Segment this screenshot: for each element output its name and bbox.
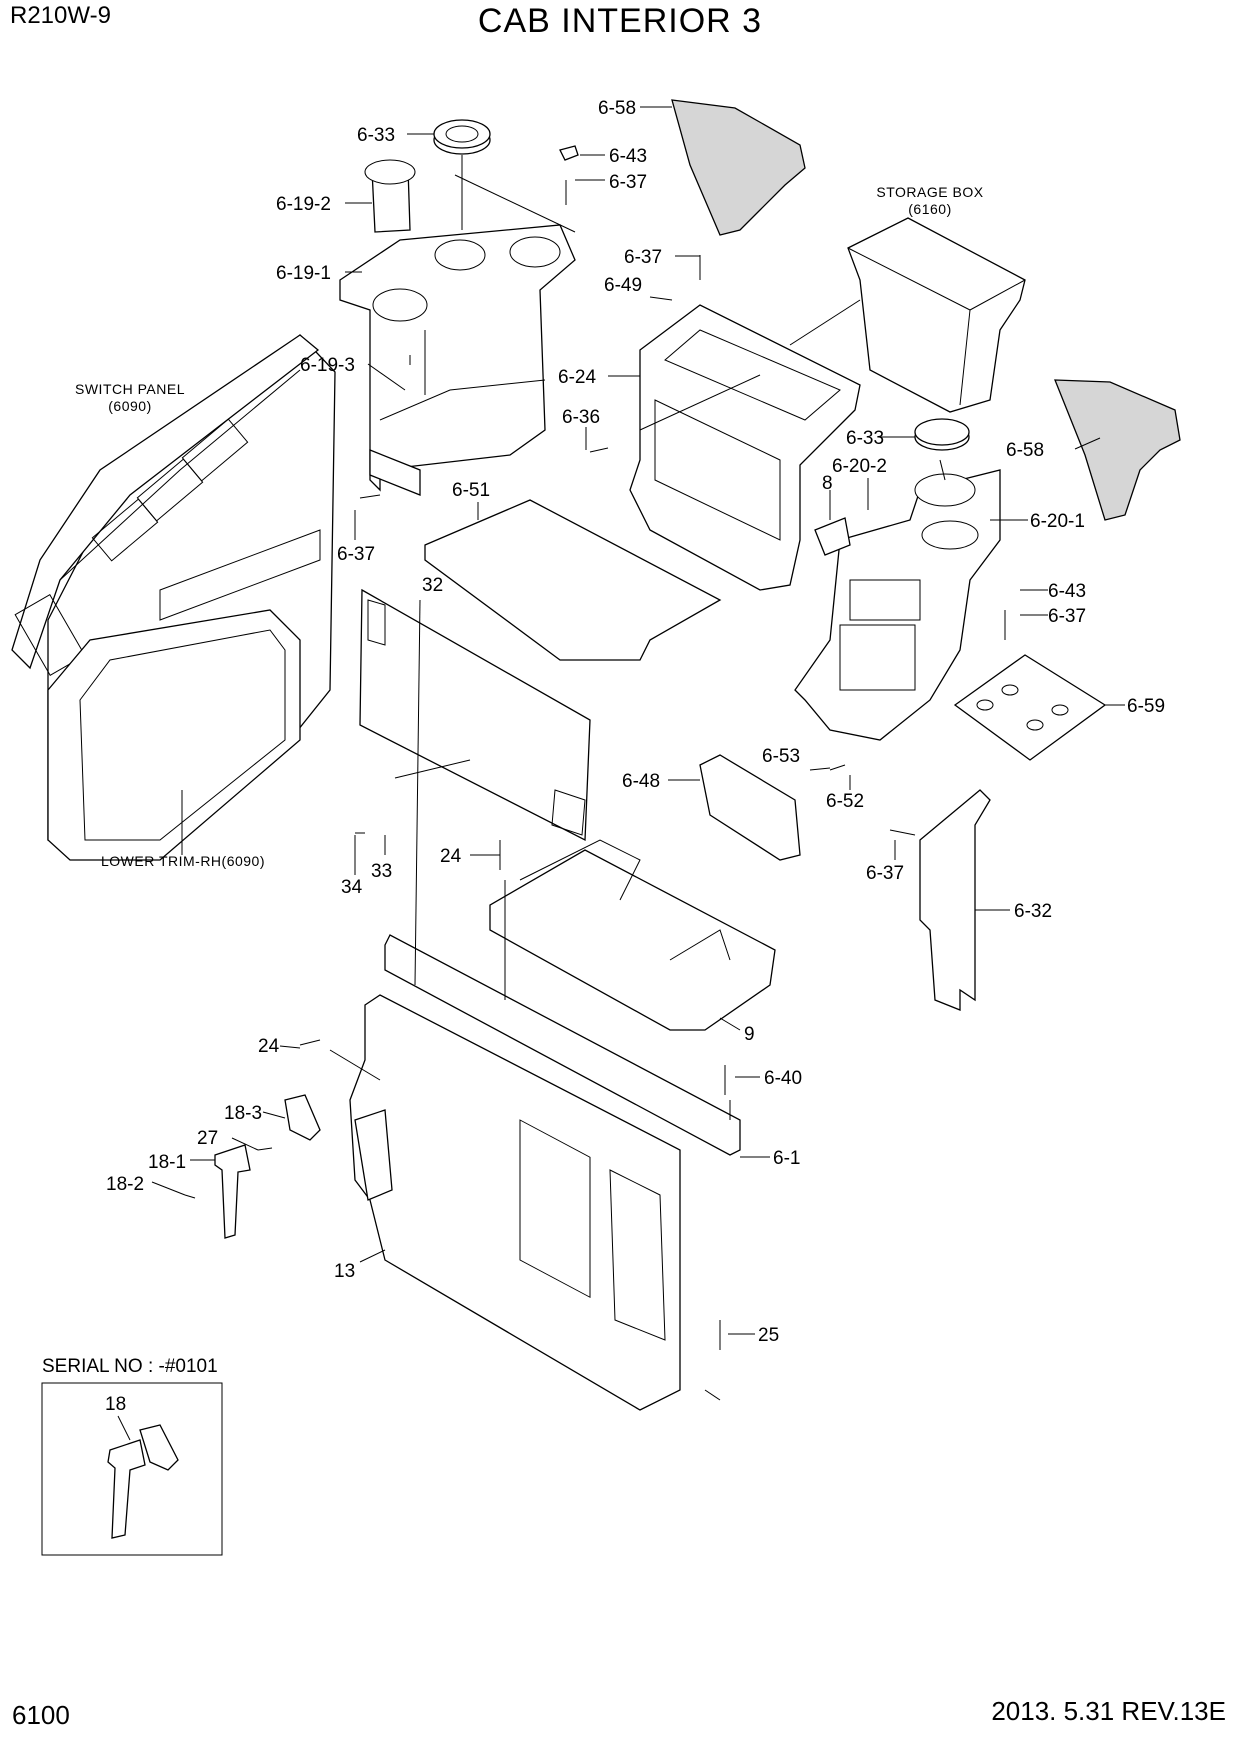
- callout-6-19-2: 6-19-2: [276, 194, 331, 215]
- lower-trim-rh: [47, 609, 301, 861]
- tray-6-48: [699, 754, 801, 861]
- callout-32: 32: [422, 575, 443, 596]
- panel-32: [359, 588, 591, 842]
- callout-6-36: 6-36: [562, 407, 600, 428]
- lever-18-1: [214, 1144, 251, 1239]
- page-number: 6100: [12, 1700, 70, 1730]
- callout-6-20-1: 6-20-1: [1030, 511, 1085, 532]
- page-title: CAB INTERIOR 3: [477, 2, 763, 40]
- callout-6-37-mid: 6-37: [624, 247, 662, 268]
- lower-trim-note: LOWER TRIM-RH(6090): [101, 853, 265, 869]
- cup-6-19-2: [364, 159, 416, 233]
- switch-panel-note: SWITCH PANEL: [75, 381, 185, 397]
- inset-lever: [107, 1439, 146, 1539]
- revision-date: 2013. 5.31 REV.13E: [991, 1696, 1226, 1726]
- callout-18-1: 18-1: [148, 1152, 186, 1173]
- callout-18-2: 18-2: [106, 1174, 144, 1195]
- callout-6-33-right: 6-33: [846, 428, 884, 449]
- serial-inset: SERIAL NO : -#0101 18: [41, 1356, 223, 1556]
- inset-clip: [139, 1424, 179, 1471]
- callout-6-19-3: 6-19-3: [300, 355, 355, 376]
- callout-6-20-2: 6-20-2: [832, 456, 887, 477]
- callout-6-24: 6-24: [558, 367, 596, 388]
- callout-6-53: 6-53: [762, 746, 800, 767]
- switch-panel-ref: (6090): [108, 398, 151, 414]
- callout-6-40: 6-40: [764, 1068, 802, 1089]
- callout-24-low: 24: [258, 1036, 280, 1057]
- model-code: R210W-9: [10, 2, 111, 29]
- mat-6-59: [953, 654, 1107, 761]
- callout-6-37-low: 6-37: [866, 863, 904, 884]
- callout-6-1: 6-1: [773, 1148, 800, 1169]
- callout-6-37-left: 6-37: [337, 544, 375, 565]
- base-frame-9: [489, 839, 776, 1031]
- callout-6-33-top: 6-33: [357, 125, 395, 146]
- panel-6-51: [424, 499, 722, 661]
- callout-6-32: 6-32: [1014, 901, 1052, 922]
- callout-6-52: 6-52: [826, 791, 864, 812]
- fasteners: [184, 145, 1006, 1350]
- callout-34: 34: [341, 877, 363, 898]
- cup-holder-console-6-19-1: [339, 224, 576, 496]
- callout-6-48: 6-48: [622, 771, 660, 792]
- callout-6-37-top: 6-37: [609, 172, 647, 193]
- callout-18-3: 18-3: [224, 1103, 262, 1124]
- storage-box-note: STORAGE BOX: [876, 184, 983, 200]
- storage-box: [847, 217, 1026, 413]
- right-console-6-20-1: [794, 469, 1001, 741]
- callout-6-43-top: 6-43: [609, 146, 647, 167]
- callout-24-top: 24: [440, 846, 462, 867]
- callout-8: 8: [822, 473, 833, 494]
- callout-33: 33: [371, 861, 392, 882]
- console-frame-6-24: [629, 304, 861, 591]
- callout-13: 13: [334, 1261, 355, 1282]
- panel-13: [349, 994, 681, 1411]
- callout-27: 27: [197, 1128, 218, 1149]
- callout-6-43-right: 6-43: [1048, 581, 1086, 602]
- callout-labels: 6-58 6-33 6-43 6-37 6-19-2 6-19-1 6-37 6…: [106, 98, 1165, 1346]
- callout-6-58-top: 6-58: [598, 98, 636, 119]
- pad-6-58-right: [1054, 379, 1181, 521]
- callout-6-19-1: 6-19-1: [276, 263, 331, 284]
- pad-6-58-top: [671, 99, 806, 236]
- callout-6-49: 6-49: [604, 275, 642, 296]
- callout-leaders: [151, 106, 1125, 1335]
- callout-6-58-right: 6-58: [1006, 440, 1044, 461]
- callout-9: 9: [744, 1024, 755, 1045]
- lid-6-33-right: [914, 418, 970, 451]
- lid-6-33-top: [433, 119, 491, 155]
- serial-number: SERIAL NO : -#0101: [42, 1356, 218, 1377]
- clip-18-3: [284, 1094, 321, 1141]
- callout-6-37-right: 6-37: [1048, 606, 1086, 627]
- inset-callout-18: 18: [105, 1394, 126, 1415]
- storage-box-ref: (6160): [908, 201, 951, 217]
- hinge-8: [814, 517, 851, 556]
- plate-6-1: [384, 934, 741, 1156]
- callout-25: 25: [758, 1325, 779, 1346]
- callout-6-59: 6-59: [1127, 696, 1165, 717]
- bracket-6-32: [919, 789, 991, 1011]
- assembly-lines: [329, 174, 946, 1401]
- callout-6-51: 6-51: [452, 480, 490, 501]
